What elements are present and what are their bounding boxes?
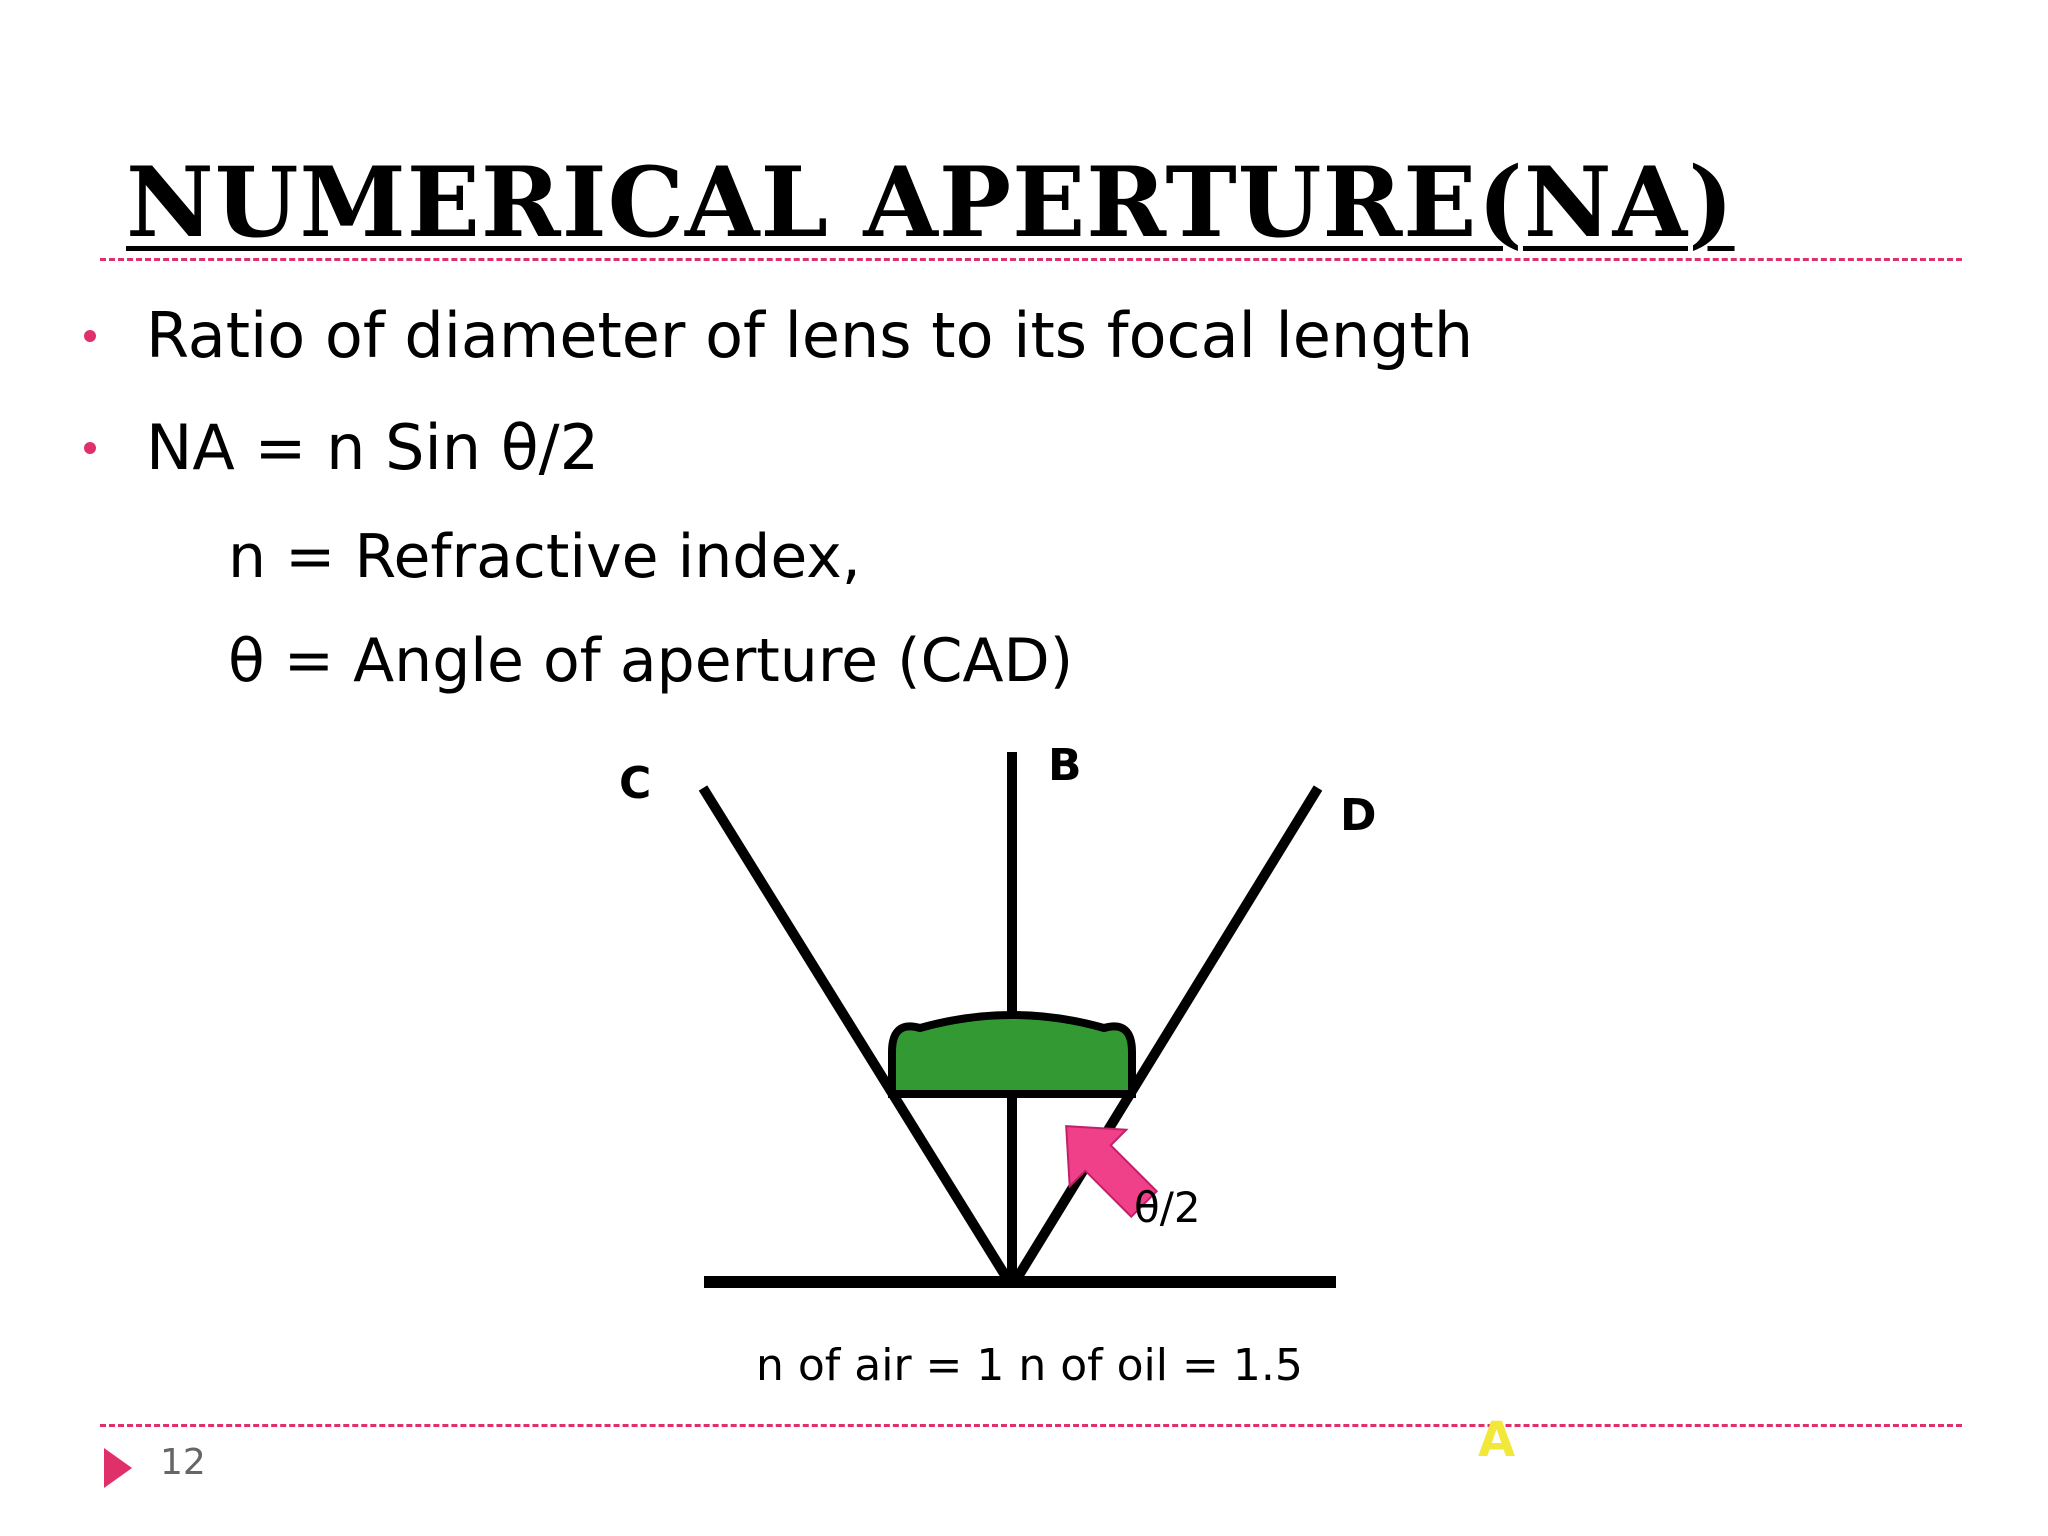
bullet-dot-icon <box>84 442 96 454</box>
bullet-dot-icon <box>84 330 96 342</box>
bullet-text: Ratio of diameter of lens to its focal l… <box>146 299 1474 372</box>
footer-divider <box>100 1424 1962 1427</box>
label-a: A <box>1478 1412 1516 1468</box>
definition-refractive-index: n = Refractive index, <box>228 522 861 592</box>
refractive-index-caption: n of air = 1 n of oil = 1.5 <box>756 1340 1303 1391</box>
objective-lens-shape <box>888 1011 1136 1098</box>
label-c: C <box>619 758 651 809</box>
bullet-text: NA = n Sin θ/2 <box>146 411 600 484</box>
angle-label: θ/2 <box>1134 1183 1201 1232</box>
ray-line-d <box>1011 785 1323 1283</box>
page-number: 12 <box>160 1442 206 1483</box>
title-divider <box>100 258 1962 261</box>
definition-aperture-angle: θ = Angle of aperture (CAD) <box>228 626 1074 696</box>
ray-line-c <box>698 785 1013 1283</box>
slide-title: NUMERICAL APERTURE(NA) <box>126 146 1735 259</box>
angle-arrow-icon <box>1065 1125 1159 1219</box>
label-d: D <box>1340 790 1377 841</box>
slide-marker-icon <box>104 1448 132 1488</box>
label-b: B <box>1048 740 1082 791</box>
